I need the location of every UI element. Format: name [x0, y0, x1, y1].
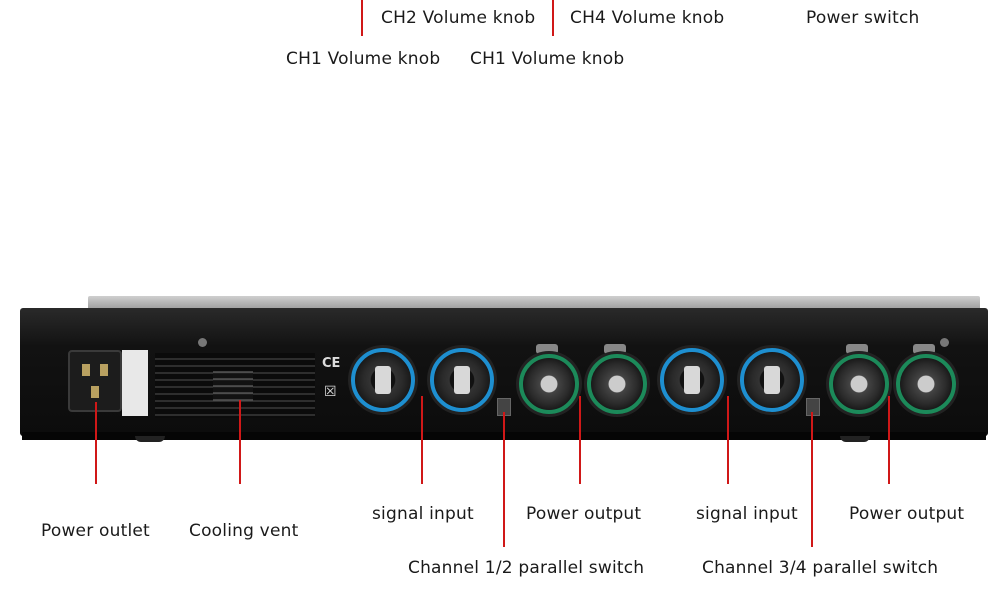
channel-34-parallel-switch[interactable]: [806, 398, 820, 416]
power-outlet-socket[interactable]: [68, 350, 122, 412]
ch1-volume-knob-label-a: CH1 Volume knob: [286, 49, 441, 69]
top-leader-line-1: [361, 0, 363, 36]
ce-mark-icon: CE: [322, 356, 341, 371]
signal-input-speakon-ch4[interactable]: [740, 348, 804, 412]
socket-pin: [91, 386, 99, 398]
amplifier-foot-right: [840, 436, 870, 442]
ch2-volume-knob-label: CH2 Volume knob: [381, 8, 536, 28]
top-leader-line-2: [552, 0, 554, 36]
power-output-xlr-ch3[interactable]: [829, 354, 889, 414]
signal-input-label-2: signal input: [696, 504, 798, 524]
warning-label: [122, 350, 148, 416]
signal-input-2-leader-line: [727, 396, 729, 484]
signal-input-speakon-ch3[interactable]: [660, 348, 724, 412]
ch1-volume-knob-label-b: CH1 Volume knob: [470, 49, 625, 69]
xlr-push-tab: [536, 344, 558, 354]
amplifier-foot-left: [135, 436, 165, 442]
power-output-1-leader-line: [579, 396, 581, 484]
channel-34-switch-leader-line: [811, 412, 813, 547]
power-outlet-label: Power outlet: [41, 521, 150, 541]
xlr-push-tab: [604, 344, 626, 354]
power-output-label-2: Power output: [849, 504, 965, 524]
xlr-push-tab: [846, 344, 868, 354]
power-output-xlr-ch1[interactable]: [519, 354, 579, 414]
power-output-2-leader-line: [888, 396, 890, 484]
channel-12-parallel-switch-label: Channel 1/2 parallel switch: [408, 558, 645, 578]
cooling-vent-label: Cooling vent: [189, 521, 299, 541]
panel-screw: [940, 338, 949, 347]
channel-12-switch-leader-line: [503, 412, 505, 547]
power-output-xlr-ch2[interactable]: [587, 354, 647, 414]
channel-34-parallel-switch-label: Channel 3/4 parallel switch: [702, 558, 939, 578]
socket-pin: [100, 364, 108, 376]
signal-input-label-1: signal input: [372, 504, 474, 524]
power-outlet-leader-line: [95, 402, 97, 484]
cooling-vent: [155, 353, 315, 418]
ch4-volume-knob-label: CH4 Volume knob: [570, 8, 725, 28]
cooling-vent-leader-line: [239, 400, 241, 484]
power-output-xlr-ch4[interactable]: [896, 354, 956, 414]
panel-screw: [198, 338, 207, 347]
signal-input-1-leader-line: [421, 396, 423, 484]
weee-bin-icon: ☒: [324, 384, 337, 400]
rack-top-edge: [88, 296, 980, 310]
signal-input-speakon-ch2[interactable]: [430, 348, 494, 412]
signal-input-speakon-ch1[interactable]: [351, 348, 415, 412]
vent-highlight: [213, 371, 253, 401]
xlr-push-tab: [913, 344, 935, 354]
power-output-label-1: Power output: [526, 504, 642, 524]
power-switch-label: Power switch: [806, 8, 920, 28]
socket-pin: [82, 364, 90, 376]
